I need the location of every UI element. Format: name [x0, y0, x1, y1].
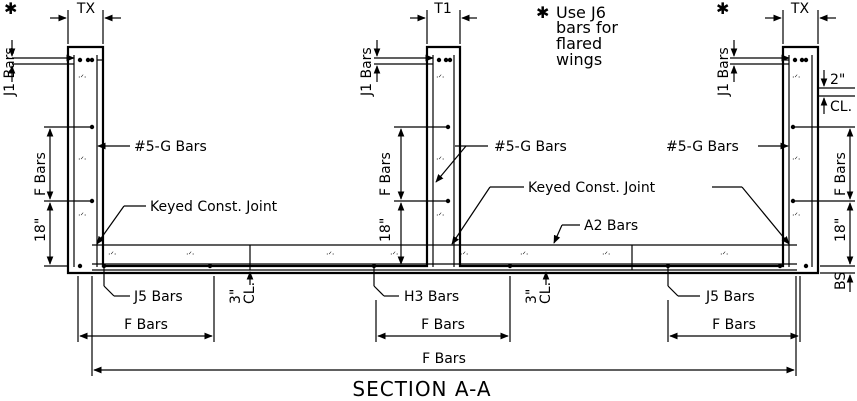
bar-dots [77, 57, 809, 269]
j5-right-label: J5 Bars [705, 289, 755, 305]
eighteen-right-label: 18" [833, 218, 849, 242]
svg-text:·ᐟ·: ·ᐟ· [792, 155, 800, 164]
tx-left-dimension: TX [50, 1, 121, 44]
keyed-joint-left-label: Keyed Const. Joint [150, 199, 278, 215]
svg-text:·ᐟ·: ·ᐟ· [436, 211, 444, 220]
svg-text:·ᐟ·: ·ᐟ· [436, 155, 444, 164]
two-inch-cl-callout: 2" CL. [818, 70, 855, 115]
eighteen-left-label: 18" [33, 218, 49, 242]
note-line-3: flared [556, 34, 602, 53]
star-left: ✱ [4, 0, 17, 18]
f-bars-bottom-right-label: F Bars [712, 317, 756, 333]
j5-left-label: J5 Bars [133, 289, 183, 305]
svg-text:·ᐟ·: ·ᐟ· [78, 155, 86, 164]
svg-text:·ᐟ·: ·ᐟ· [792, 211, 800, 220]
f-bars-mid-dimension: F Bars 18" [378, 126, 446, 267]
svg-text:·ᐟ·: ·ᐟ· [78, 211, 86, 220]
note-line-2: bars for [556, 18, 618, 37]
svg-text:·ᐟ·: ·ᐟ· [520, 250, 528, 259]
j1-mid-callout: J1 Bars [359, 40, 434, 97]
t1-dimension: T1 [410, 1, 477, 44]
svg-text:·ᐟ·: ·ᐟ· [326, 250, 334, 259]
svg-text:·ᐟ·: ·ᐟ· [460, 250, 468, 259]
star-right: ✱ [716, 0, 729, 18]
j1-left-callout: J1 Bars [2, 40, 75, 97]
j5-right-callout: J5 Bars [667, 268, 755, 305]
keyed-joint-left-callout: Keyed Const. Joint [96, 199, 278, 245]
svg-text:·ᐟ·: ·ᐟ· [720, 250, 728, 259]
tx-right-dimension: TX [765, 1, 836, 44]
three-inch-mid-callout: 3" CL. [524, 271, 554, 304]
f-bars-bottom-left-dimension: F Bars [77, 276, 215, 342]
f-bars-mid-label: F Bars [378, 152, 394, 196]
cl-left-label: CL. [242, 282, 258, 304]
cl-top-label: CL. [830, 99, 852, 115]
a2-bars-label: A2 Bars [584, 218, 638, 234]
svg-text:·ᐟ·: ·ᐟ· [390, 250, 398, 259]
keyed-joint-right-label: Keyed Const. Joint [528, 180, 656, 196]
f-bars-right-label: F Bars [833, 152, 849, 196]
f-bars-bottom-right-dimension: F Bars [667, 276, 801, 342]
f-bars-bottom-left-label: F Bars [124, 317, 168, 333]
svg-text:·ᐟ·: ·ᐟ· [108, 250, 116, 259]
bs-label: BS [833, 272, 849, 290]
svg-text:·ᐟ·: ·ᐟ· [792, 73, 800, 82]
g-bars-mid-callout: #5-G Bars [435, 139, 567, 183]
tx-left-label: TX [76, 1, 96, 17]
svg-text:·ᐟ·: ·ᐟ· [186, 250, 194, 259]
f-bars-full-dimension: F Bars [91, 276, 797, 376]
eighteen-mid-label: 18" [378, 218, 394, 242]
j5-left-callout: J5 Bars [103, 268, 183, 305]
svg-text:·ᐟ·: ·ᐟ· [436, 73, 444, 82]
two-inch-label: 2" [830, 72, 845, 88]
f-bars-left-dimension: F Bars 18" [33, 126, 90, 267]
svg-text:·ᐟ·: ·ᐟ· [602, 250, 610, 259]
g-bars-mid-label: #5-G Bars [494, 139, 567, 155]
f-bars-full-label: F Bars [422, 351, 466, 367]
f-bars-right-dimension: F Bars 18" BS [795, 126, 855, 292]
j1-mid-label: J1 Bars [359, 47, 375, 97]
f-bars-bottom-mid-dimension: F Bars [375, 276, 511, 342]
t1-label: T1 [433, 1, 451, 17]
three-inch-left-label: 3" [228, 289, 244, 304]
h3-bars-label: H3 Bars [404, 289, 459, 305]
j1-right-callout: J1 Bars [716, 40, 790, 97]
three-inch-mid-label: 3" [524, 289, 540, 304]
svg-text:·ᐟ·: ·ᐟ· [78, 73, 86, 82]
j1-right-label: J1 Bars [716, 47, 732, 97]
note-line-1: Use J6 [556, 3, 606, 22]
note-symbol: ✱ [536, 3, 549, 22]
concrete-stipple: ·ᐟ· ·ᐟ· ·ᐟ· ·ᐟ· ·ᐟ· ·ᐟ· ·ᐟ· ·ᐟ· ·ᐟ· ·ᐟ· … [78, 73, 800, 259]
note-block: ✱ Use J6 bars for flared wings [536, 3, 618, 69]
f-bars-bottom-mid-label: F Bars [421, 317, 465, 333]
h3-callout: H3 Bars [373, 268, 459, 305]
f-bars-left-label: F Bars [33, 152, 49, 196]
g-bars-left-label: #5-G Bars [134, 139, 207, 155]
tx-right-label: TX [790, 1, 810, 17]
g-bars-right-callout: #5-G Bars [666, 139, 789, 155]
note-line-4: wings [556, 50, 602, 69]
g-bars-left-callout: #5-G Bars [97, 139, 207, 155]
a2-bars-callout: A2 Bars [553, 218, 638, 244]
keyed-joint-right-callout: Keyed Const. Joint [451, 180, 790, 245]
three-inch-left-callout: 3" CL. [228, 271, 258, 304]
section-title: SECTION A-A [352, 377, 491, 401]
g-bars-right-label: #5-G Bars [666, 139, 739, 155]
cl-mid-label: CL. [538, 282, 554, 304]
j1-left-label: J1 Bars [2, 47, 18, 97]
